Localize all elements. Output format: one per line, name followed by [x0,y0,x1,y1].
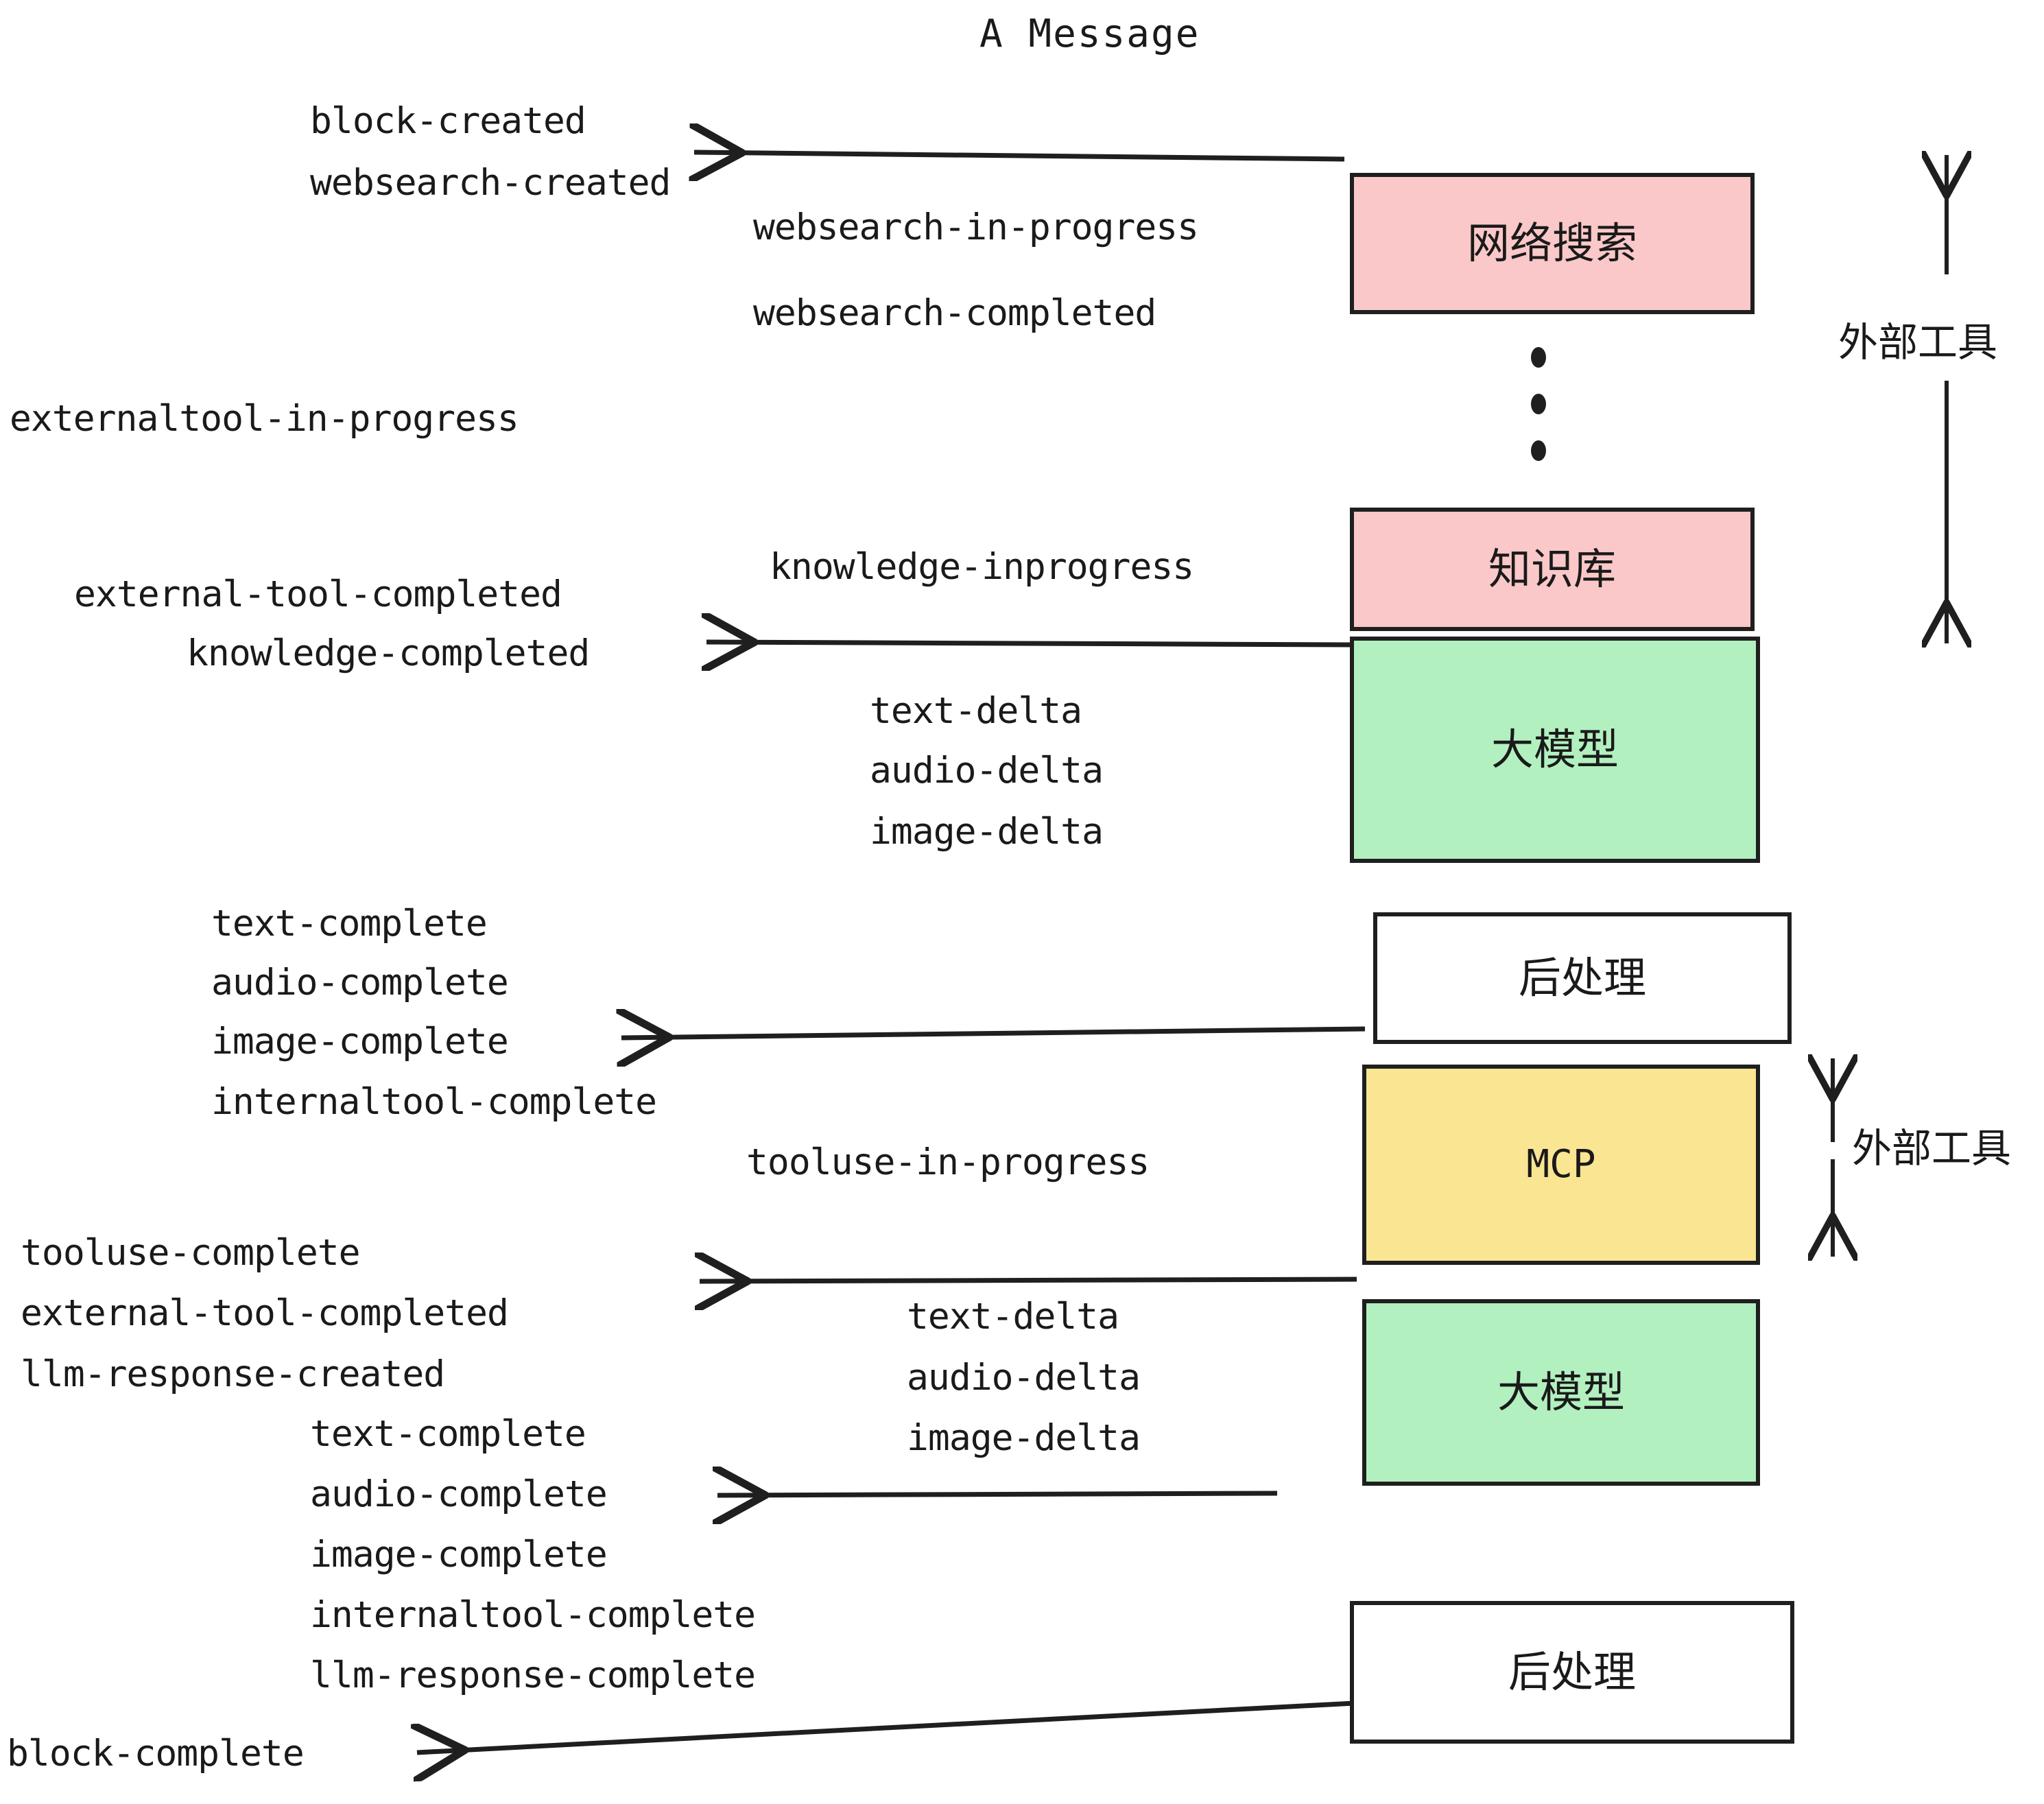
event-llm-response-created: llm-response-created [21,1353,445,1395]
box-knowledge-label: 知识库 [1488,544,1616,594]
ellipsis-dot-2 [1531,394,1546,414]
event-image-delta-1: image-delta [870,811,1104,853]
arrow-postprocess-to-image-complete [621,1029,1366,1038]
box-mcp-label: MCP [1526,1142,1596,1187]
event-websearch-completed: websearch-completed [753,292,1156,334]
box-llm-top[interactable]: 大模型 [1350,637,1760,863]
diagram-title: A Message [979,12,1200,56]
box-postprocess-bottom[interactable]: 后处理 [1350,1601,1794,1744]
event-text-delta-2: text-delta [907,1296,1119,1338]
event-internaltool-complete-1: internaltool-complete [211,1081,657,1123]
event-websearch-in-progress: websearch-in-progress [753,206,1199,248]
annotation-external-tools-bottom: 外部工具 [1852,1125,2012,1172]
event-knowledge-completed: knowledge-completed [187,632,590,674]
event-block-complete: block-complete [7,1733,305,1775]
ellipsis-dot-1 [1531,347,1546,368]
box-llm-bottom[interactable]: 大模型 [1362,1299,1760,1486]
box-knowledge[interactable]: 知识库 [1350,508,1755,631]
event-text-delta-1: text-delta [870,690,1082,732]
event-audio-complete-1: audio-complete [211,962,509,1004]
event-tooluse-in-progress: tooluse-in-progress [746,1141,1150,1183]
box-postprocess-top-label: 后处理 [1518,953,1646,1003]
event-audio-complete-2: audio-complete [310,1473,608,1515]
event-external-tool-completed-2: external-tool-completed [21,1292,509,1334]
arrow-websearch-to-block-created [694,152,1345,159]
arrow-mcp-to-tooluse-complete [700,1279,1357,1281]
event-image-complete-2: image-complete [310,1534,608,1576]
box-websearch[interactable]: 网络搜索 [1350,173,1755,314]
event-knowledge-inprogress: knowledge-inprogress [770,546,1194,588]
arrow-knowledge-to-knowledge-completed [706,642,1351,645]
event-audio-delta-2: audio-delta [907,1357,1141,1399]
event-externaltool-in-progress: externaltool-in-progress [10,398,519,440]
event-websearch-created: websearch-created [310,162,671,204]
box-postprocess-bottom-label: 后处理 [1508,1647,1636,1697]
arrow-llm-to-audio-complete [717,1493,1278,1495]
ellipsis-dot-3 [1531,440,1546,461]
event-block-created: block-created [310,100,586,142]
event-tooluse-complete: tooluse-complete [21,1232,361,1274]
event-internaltool-complete-2: internaltool-complete [310,1594,756,1636]
event-llm-response-complete: llm-response-complete [310,1654,756,1696]
box-websearch-label: 网络搜索 [1466,218,1637,268]
box-llm-bottom-label: 大模型 [1497,1367,1625,1417]
event-text-complete-1: text-complete [211,903,488,945]
box-llm-top-label: 大模型 [1490,724,1619,774]
box-postprocess-top[interactable]: 后处理 [1373,912,1792,1044]
box-mcp[interactable]: MCP [1362,1065,1760,1265]
event-audio-delta-1: audio-delta [870,750,1104,792]
event-external-tool-completed-1: external-tool-completed [74,573,562,615]
arrow-postprocess-to-block-complete [417,1700,1355,1753]
annotation-external-tools-top: 外部工具 [1838,319,1998,366]
event-image-complete-1: image-complete [211,1021,509,1063]
event-image-delta-2: image-delta [907,1417,1141,1459]
event-text-complete-2: text-complete [310,1413,586,1455]
